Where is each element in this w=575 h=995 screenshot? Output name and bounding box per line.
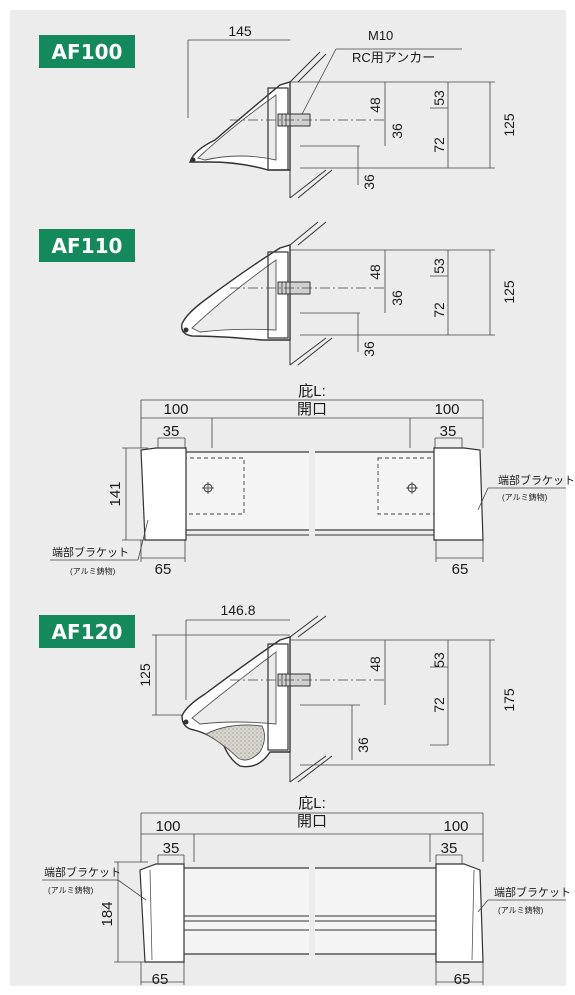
front1-eave-label: 庇L: <box>298 383 326 400</box>
front1-bracket-label-right: 端部ブラケット <box>498 473 575 487</box>
af110-badge <box>39 229 135 262</box>
af120-section: AF120 146.8 125 <box>39 602 517 783</box>
front-view-1: 庇L: 開口 100 100 <box>50 383 575 578</box>
af100-drain-icon <box>190 157 196 163</box>
front-view-2: 庇L: 開口 100 100 35 35 <box>42 795 571 988</box>
af100-dim-36b: 36 <box>361 174 377 190</box>
af110-dim-125: 125 <box>501 280 517 304</box>
af100-anchor-sub: RC用アンカー <box>352 50 435 65</box>
af110-label: AF110 <box>52 234 123 258</box>
front2-dim-100-left: 100 <box>155 818 180 835</box>
af120-canopy-profile <box>181 636 311 768</box>
front1-dim-100-left: 100 <box>163 401 188 418</box>
af100-anchor-label: M10 <box>368 28 393 43</box>
af120-dim-53: 53 <box>431 652 447 668</box>
af100-section: AF100 145 M10 RC用アンカー <box>39 23 517 199</box>
front2-dim-184: 184 <box>99 901 116 926</box>
front1-dim-100-right: 100 <box>434 401 459 418</box>
af100-label: AF100 <box>52 40 123 64</box>
front1-dim-35-left: 35 <box>163 423 180 440</box>
front2-dim-65-right: 65 <box>454 971 471 988</box>
front2-bracket-label-left: 端部ブラケット <box>44 865 121 879</box>
af120-wall <box>289 615 333 783</box>
af120-dim-48: 48 <box>367 656 383 672</box>
af120-label: AF120 <box>52 620 123 644</box>
front2-bracket-sub-left: (アルミ鋳物) <box>48 885 94 895</box>
front1-bracket-right <box>433 447 484 541</box>
af100-dim-48: 48 <box>367 97 383 113</box>
front1-dim-65-right: 65 <box>452 561 469 578</box>
af110-dim-53: 53 <box>431 258 447 274</box>
af120-width-dim: 146.8 <box>220 602 255 618</box>
af100-badge <box>39 35 135 68</box>
front1-dim-141: 141 <box>107 481 124 506</box>
front1-dim-65-left: 65 <box>155 561 172 578</box>
front2-dim-100-right: 100 <box>443 818 468 835</box>
front1-bracket-sub-right: (アルミ鋳物) <box>502 492 548 502</box>
front1-dim-35-right: 35 <box>440 423 457 440</box>
front2-eave-label: 庇L: <box>298 795 326 812</box>
front1-anchor-plate-right <box>377 457 447 515</box>
af110-dim-36b: 36 <box>361 341 377 357</box>
front2-dim-65-left: 65 <box>152 971 169 988</box>
af120-drain-icon <box>183 719 189 725</box>
front2-opening-label: 開口 <box>297 813 327 830</box>
af100-dim-36a: 36 <box>389 123 405 139</box>
af110-canopy-profile <box>181 244 311 341</box>
af120-dim-36: 36 <box>355 737 371 753</box>
af100-canopy-profile <box>189 81 311 171</box>
af110-wall <box>289 221 333 366</box>
front2-bracket-left <box>139 863 185 963</box>
af120-dim-125: 125 <box>137 663 153 687</box>
af100-dim-53: 53 <box>431 90 447 106</box>
front1-bracket-sub-left: (アルミ鋳物) <box>70 566 116 576</box>
front2-bracket-label-right: 端部ブラケット <box>494 885 571 899</box>
front2-dim-35-left: 35 <box>163 840 180 857</box>
front2-canopy <box>139 862 484 963</box>
af110-drain-icon <box>183 327 189 333</box>
af110-dim-36a: 36 <box>389 290 405 306</box>
af120-dim-175: 175 <box>501 688 517 712</box>
af100-dim-72: 72 <box>431 137 447 153</box>
front2-dim-35-right: 35 <box>441 840 458 857</box>
af120-dim-72: 72 <box>431 697 447 713</box>
af110-dim-72: 72 <box>431 302 447 318</box>
af100-dim-125: 125 <box>501 113 517 137</box>
af100-width-dim: 145 <box>228 23 252 39</box>
front2-bracket-right <box>435 863 484 963</box>
af110-section: AF110 48 <box>39 221 517 366</box>
af100-wall <box>289 51 333 199</box>
front1-bracket-label-left: 端部ブラケット <box>52 545 129 559</box>
front1-opening-label: 開口 <box>297 401 327 418</box>
af110-dim-48: 48 <box>367 264 383 280</box>
front1-bracket-left <box>140 447 187 541</box>
front1-canopy <box>140 447 484 548</box>
af120-badge <box>39 615 135 648</box>
front2-bracket-sub-right: (アルミ鋳物) <box>498 905 544 915</box>
af120-filler-panel <box>205 724 265 761</box>
